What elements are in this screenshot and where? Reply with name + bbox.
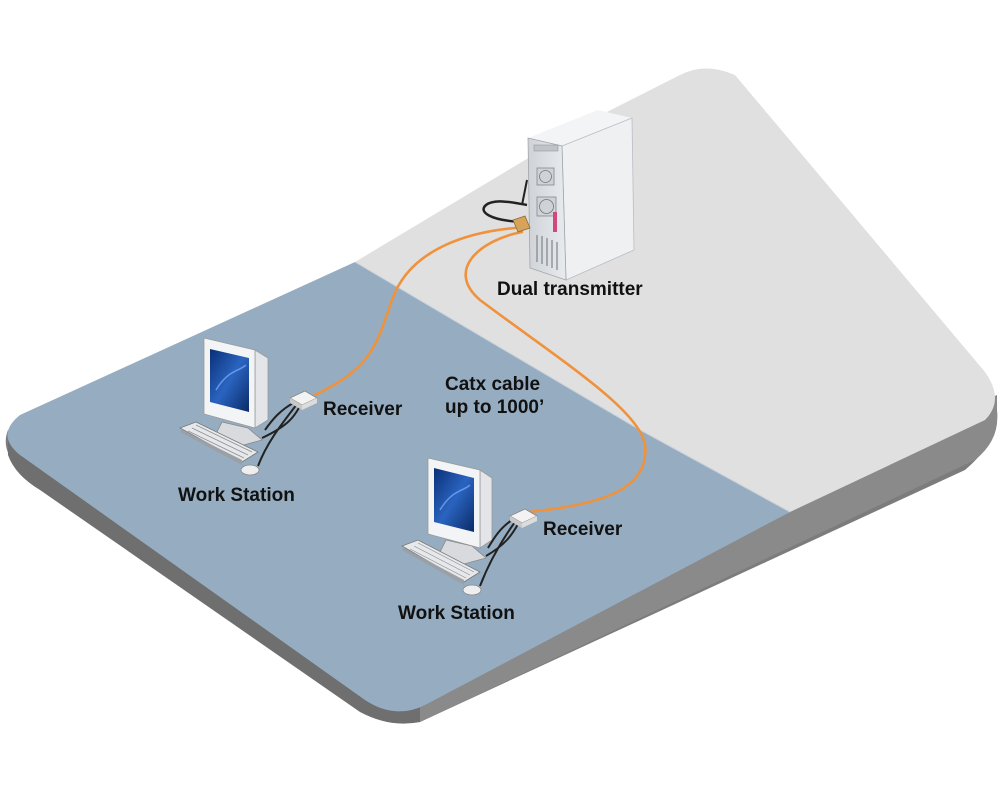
catx-cable-1 bbox=[313, 226, 517, 397]
mouse-1 bbox=[240, 464, 260, 476]
floor-grey-area bbox=[355, 68, 995, 512]
catx-cables bbox=[313, 226, 647, 514]
receiver-2-label: Receiver bbox=[543, 519, 623, 540]
receiver-1-label: Receiver bbox=[323, 399, 403, 420]
floor-blue-area bbox=[7, 262, 790, 712]
catx-cable-label-line2: up to 1000’ bbox=[445, 397, 545, 418]
workstation-2 bbox=[401, 457, 538, 596]
catx-cable-2 bbox=[464, 230, 647, 514]
floor bbox=[5, 68, 998, 724]
dual-transmitter-label: Dual transmitter bbox=[497, 279, 643, 300]
workstation-1-label: Work Station bbox=[178, 485, 295, 506]
mouse-2 bbox=[462, 584, 482, 596]
transmitter-tower bbox=[482, 110, 635, 281]
workstation-1 bbox=[179, 337, 318, 476]
workstation-2-label: Work Station bbox=[398, 603, 515, 624]
monitor-1-screen bbox=[210, 349, 249, 412]
catx-cable-label-line1: Catx cable bbox=[445, 374, 541, 395]
monitor-2-screen bbox=[434, 468, 474, 532]
transmitter-dongle bbox=[512, 215, 531, 233]
